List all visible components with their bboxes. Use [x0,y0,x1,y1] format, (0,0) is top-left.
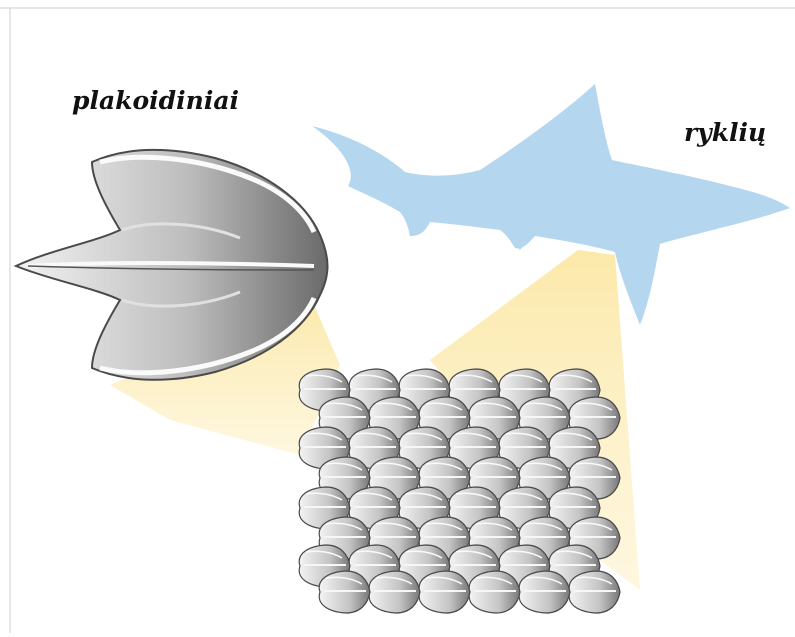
animal-label: ryklių [684,118,766,147]
scale-type-label: plakoidiniai [72,86,239,115]
scale-pattern-icon [299,369,620,613]
